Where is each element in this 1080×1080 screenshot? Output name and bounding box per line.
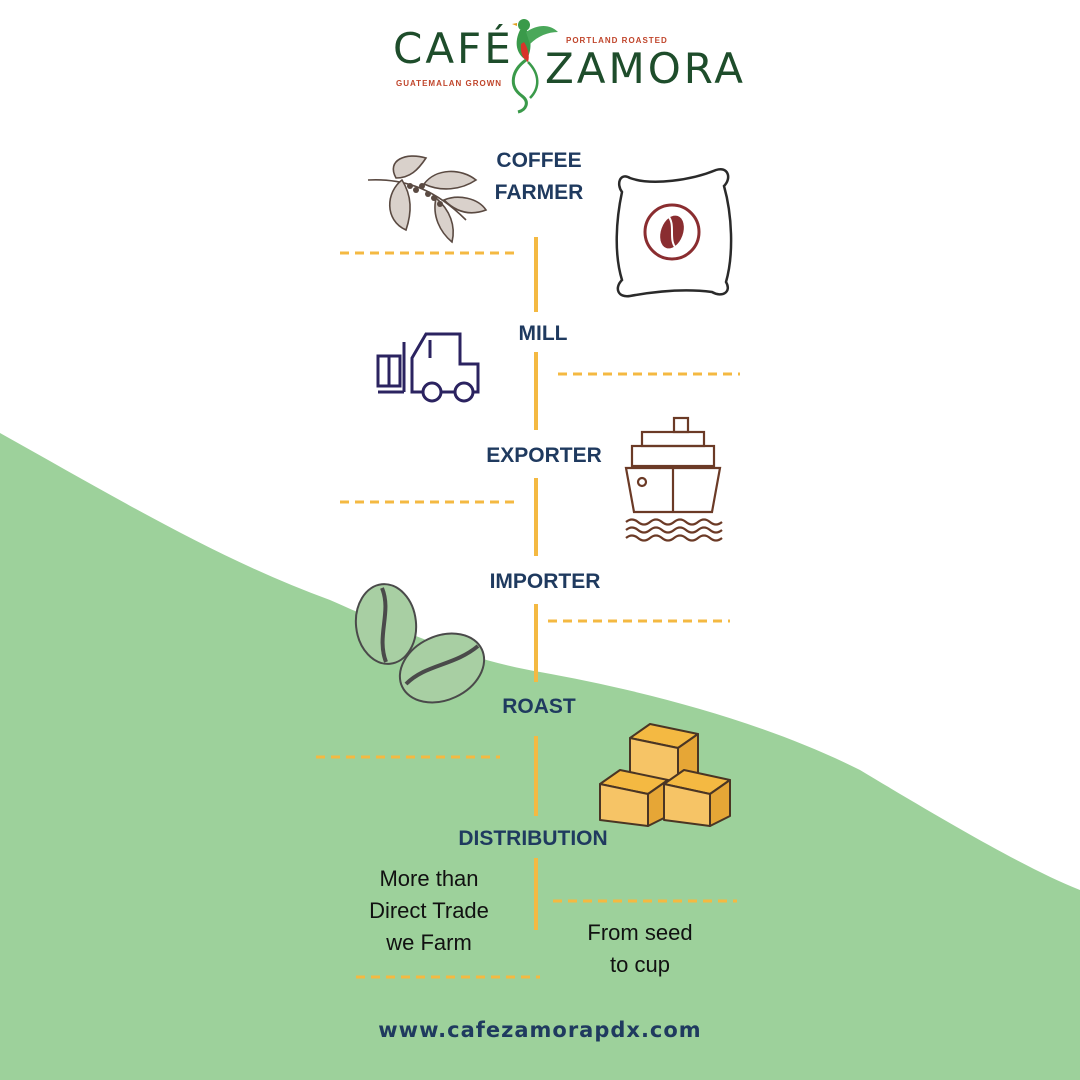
boxes-icon — [599, 723, 731, 827]
website-link[interactable]: www.cafezamorapdx.com — [378, 1018, 702, 1042]
note-direct-trade-line2: Direct Trade — [369, 898, 489, 923]
step-distribution: DISTRIBUTION — [458, 827, 608, 850]
brand-tagline-bottom: GUATEMALAN GROWN — [396, 79, 503, 88]
step-coffee-farmer: COFFEE FARMER — [470, 145, 608, 209]
note-direct-trade-line1: More than — [379, 866, 479, 891]
note-direct-trade-line3: we Farm — [386, 930, 472, 955]
step-importer: IMPORTER — [489, 570, 601, 593]
step-coffee-farmer-line2: FARMER — [494, 181, 584, 204]
step-mill: MILL — [518, 322, 568, 345]
brand-name-left: CAFÉ — [393, 24, 514, 73]
note-seed-to-cup-line2: to cup — [610, 952, 670, 977]
note-seed-to-cup: From seed to cup — [560, 917, 720, 981]
brand-tagline-top: PORTLAND ROASTED — [566, 36, 668, 45]
forklift-icon — [376, 332, 480, 403]
quetzal-bird-icon — [511, 19, 558, 114]
coffee-branch-icon — [367, 155, 488, 244]
step-roast: ROAST — [502, 695, 576, 718]
cargo-ship-icon — [624, 416, 723, 542]
coffee-sack-icon — [615, 167, 733, 298]
note-direct-trade: More than Direct Trade we Farm — [339, 863, 519, 959]
note-seed-to-cup-line1: From seed — [587, 920, 693, 945]
step-exporter: EXPORTER — [486, 444, 602, 467]
step-coffee-farmer-line1: COFFEE — [496, 149, 582, 172]
brand-name-right: ZAMORA — [545, 44, 747, 93]
coffee-beans-icon — [354, 583, 486, 704]
